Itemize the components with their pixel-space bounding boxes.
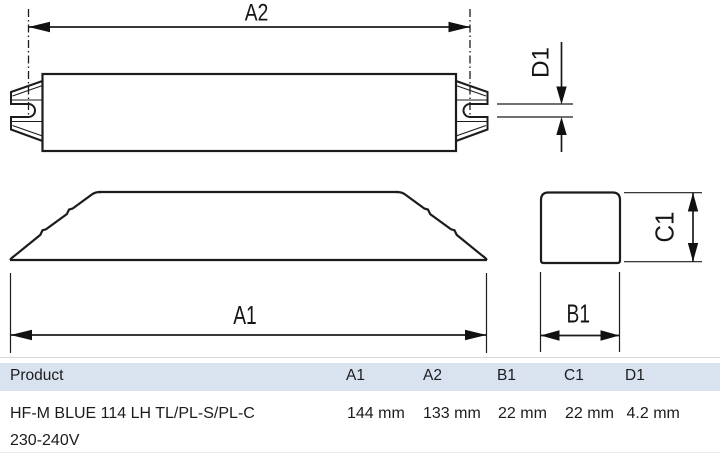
col-header-c1: C1 [564,367,584,385]
tab-outline [10,80,43,142]
cell-c1: 22 mm [565,404,614,422]
a2-label: A2 [245,0,269,27]
col-header-a2: A2 [423,367,442,385]
cell-d1: 4.2 mm [626,404,680,422]
cell-b1: 22 mm [498,404,547,422]
table-top-rule [0,357,720,358]
a2-arrow-left [28,21,50,33]
c1-arrow-down [687,243,699,262]
dimension-drawing: A2 D1 [9,0,702,353]
b1-arrow-right [600,330,620,341]
a1-label: A1 [233,300,257,330]
top-view-tab-left [10,80,43,142]
side-view-slope-right [394,190,488,262]
cell-a2: 133 mm [423,404,481,422]
top-view [10,72,489,153]
dimension-c1: C1 [624,192,702,263]
c1-label: C1 [650,212,680,243]
col-header-product: Product [10,367,64,385]
tab-inner-line [12,84,43,97]
table-header-row [0,362,720,391]
d1-arrow-up [556,117,567,135]
c1-arrow-up [687,192,699,212]
side-view [9,190,488,262]
col-header-b1: B1 [497,367,516,385]
a2-arrow-right [448,21,470,33]
dimension-a1: A1 [9,273,488,353]
dimension-a2: A2 [28,0,470,33]
dimension-d1: D1 [497,42,573,152]
end-view-body [539,191,622,265]
b1-label: B1 [567,299,591,329]
side-view-slope-left [9,190,102,261]
col-header-a1: A1 [346,367,365,385]
end-view [539,191,622,265]
tab-inner-line [12,124,43,137]
top-view-tab-right [455,80,489,142]
a1-arrow-left [10,329,32,341]
d1-arrow-down [556,86,567,105]
dimension-b1: B1 [539,272,621,352]
b1-arrow-left [540,330,560,341]
table-bottom-rule [0,452,720,453]
cell-a1: 144 mm [347,404,405,422]
d1-label: D1 [528,47,555,78]
cell-product-line2: 230-240V [10,431,80,449]
col-header-d1: D1 [625,367,645,385]
top-view-body [41,72,458,153]
a1-arrow-right [465,329,487,341]
cell-product-line1: HF-M BLUE 114 LH TL/PL-S/PL-C [10,404,255,422]
